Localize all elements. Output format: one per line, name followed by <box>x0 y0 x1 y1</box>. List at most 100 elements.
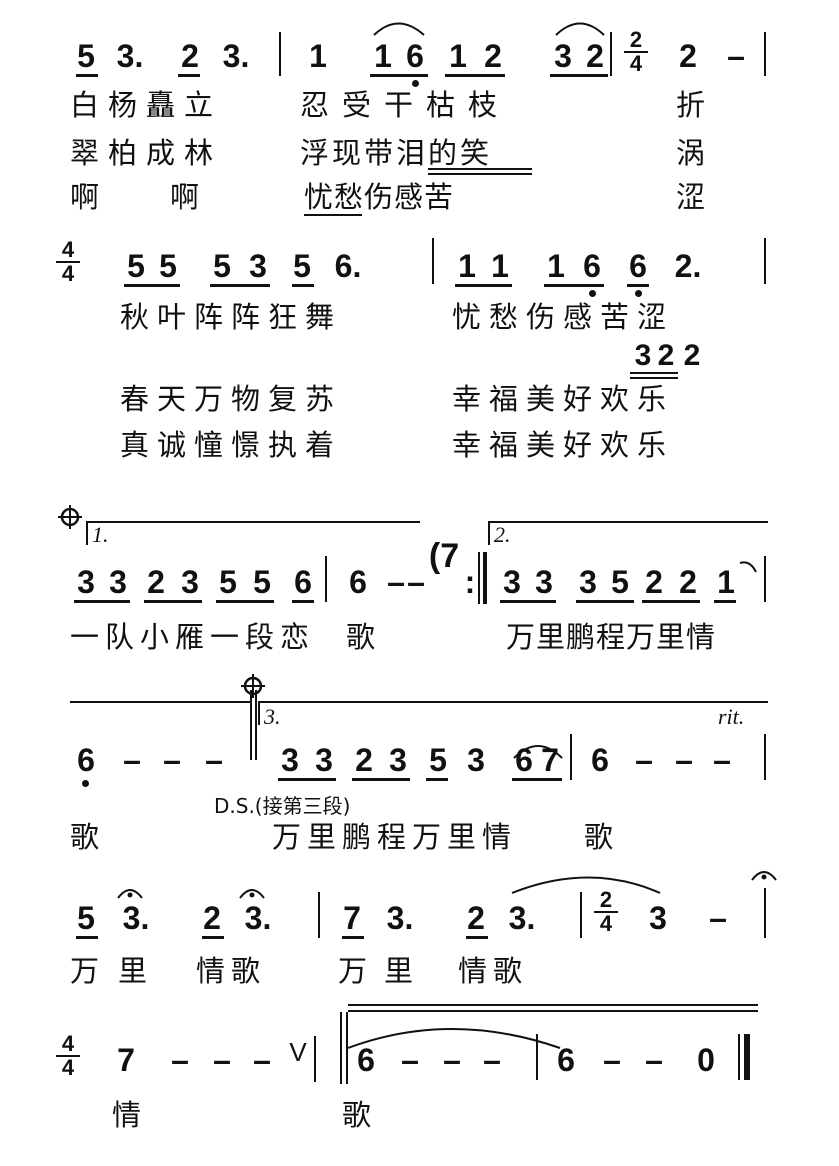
dash: – <box>727 38 745 74</box>
underline <box>210 284 270 287</box>
note: 2 <box>586 38 604 74</box>
ds-marking: D.S.(接第三段) <box>214 794 351 818</box>
barline <box>478 552 480 604</box>
note: 3 <box>503 564 521 600</box>
volta-bracket <box>86 521 88 545</box>
lyric: 啊 <box>170 180 202 214</box>
note: 2. <box>674 248 702 284</box>
dash: – <box>213 1042 231 1078</box>
underline <box>544 284 604 287</box>
note: 2 <box>355 742 373 778</box>
note: 3 <box>181 564 199 600</box>
lyric: 里 <box>118 954 150 988</box>
lyric: 浮现带泪的笑 <box>300 136 493 170</box>
lyric: 万 <box>70 954 102 988</box>
barline <box>314 1036 316 1082</box>
low-dot <box>412 80 419 87</box>
note: 6 <box>557 1042 575 1078</box>
staff-rule <box>348 1010 758 1012</box>
barline <box>764 556 766 602</box>
dash: – <box>443 1042 461 1078</box>
breath-mark: V <box>289 1037 307 1067</box>
coda-symbol-2 <box>241 674 265 698</box>
note: 3. <box>122 900 150 936</box>
slur <box>373 22 425 36</box>
underline <box>352 778 410 781</box>
note: 3. <box>386 900 414 936</box>
lyric: 忧愁伤感苦涩 <box>452 300 675 334</box>
note: 6 <box>515 742 533 778</box>
barline <box>738 1034 740 1080</box>
note: 3 <box>389 742 407 778</box>
underline <box>512 778 562 781</box>
note: 6 <box>406 38 424 74</box>
note: 1 <box>449 38 467 74</box>
lyric: 一队小雁一段恋 <box>70 620 316 654</box>
lyric: 真诚憧憬执着 <box>120 428 343 462</box>
note: 6 <box>77 742 95 778</box>
barline <box>279 32 281 76</box>
dash: – <box>483 1042 501 1078</box>
underline <box>304 214 362 216</box>
note: 5 <box>213 248 231 284</box>
dash: – <box>205 742 223 778</box>
underline <box>714 600 736 603</box>
fermata-icon <box>239 889 265 899</box>
underline <box>550 74 608 77</box>
underline <box>74 600 130 603</box>
note: 6 <box>294 564 312 600</box>
underline <box>370 74 428 77</box>
underline <box>124 284 180 287</box>
parenthesis-note: (7 <box>428 537 460 575</box>
dash: – <box>171 1042 189 1078</box>
note: 6 <box>357 1042 375 1078</box>
volta-bracket <box>86 521 420 523</box>
note: 5 <box>77 900 95 936</box>
lyric: 情歌 <box>196 954 267 988</box>
note: 5 <box>77 38 95 74</box>
note: 2 <box>645 564 663 600</box>
ossia-note: 2 <box>657 339 675 372</box>
underline <box>500 600 556 603</box>
note: 1 <box>374 38 392 74</box>
dash: – <box>645 1042 663 1078</box>
dash: – <box>675 742 693 778</box>
lyric: 忍受干枯枝 <box>300 88 511 122</box>
barline <box>764 32 766 76</box>
breath-mark <box>739 561 757 573</box>
barline <box>610 32 612 76</box>
note: 3 <box>554 38 572 74</box>
final-barline <box>744 1034 750 1080</box>
volta-bracket <box>488 521 768 523</box>
lyric: 情歌 <box>458 954 529 988</box>
note: 6 <box>349 564 367 600</box>
dash: – <box>401 1042 419 1078</box>
barline <box>764 888 766 938</box>
underline <box>278 778 336 781</box>
note: 1 <box>309 38 327 74</box>
dash: – <box>123 742 141 778</box>
note: 5 <box>127 248 145 284</box>
underline <box>426 778 448 781</box>
note: 3. <box>116 38 144 74</box>
underline <box>642 600 700 603</box>
underline <box>202 936 224 939</box>
note: 3 <box>249 248 267 284</box>
lyric: 涡 <box>676 136 708 170</box>
note: 3. <box>244 900 272 936</box>
ossia-note: 3 <box>634 339 652 372</box>
note: 5 <box>253 564 271 600</box>
underline <box>76 936 98 939</box>
lyric: 春天万物复苏 <box>120 382 343 416</box>
lyric: 秋叶阵阵狂舞 <box>120 300 343 334</box>
lyric: 歌 <box>346 620 378 654</box>
barline <box>570 734 572 780</box>
repeat-barline <box>483 552 487 604</box>
dash: – <box>253 1042 271 1078</box>
note: 2 <box>679 38 697 74</box>
tie <box>511 876 661 894</box>
barline <box>325 556 327 602</box>
note: 2 <box>484 38 502 74</box>
underline <box>342 936 364 939</box>
